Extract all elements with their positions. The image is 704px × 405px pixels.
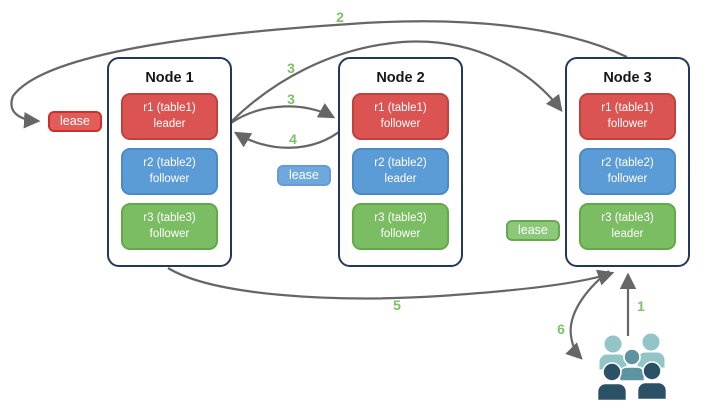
step-label-3b: 3 [287, 91, 295, 107]
step-label-4: 4 [289, 131, 297, 147]
node1-replica-r1: r1 (table1) leader [121, 93, 218, 140]
replica-name: r1 (table1) [601, 102, 654, 115]
arrow-step5-node1-to-node3 [167, 267, 615, 300]
node-title: Node 2 [376, 70, 425, 86]
replica-role: follower [380, 117, 421, 130]
step-label-3a: 3 [287, 60, 295, 76]
replica-name: r2 (table2) [374, 157, 427, 170]
replica-name: r1 (table1) [374, 102, 427, 115]
node-2: Node 2 r1 (table1) follower r2 (table2) … [338, 57, 463, 267]
node3-replica-r1: r1 (table1) follower [579, 93, 676, 140]
replica-role: follower [149, 227, 190, 240]
arrow-step3-leader-to-node2 [230, 102, 336, 124]
users-group-icon [596, 333, 668, 402]
replica-role: follower [607, 172, 648, 185]
node2-replica-r2: r2 (table2) leader [352, 148, 449, 195]
replica-role: follower [607, 117, 648, 130]
step-label-2: 2 [336, 9, 344, 25]
node-title: Node 3 [603, 70, 652, 86]
replica-name: r3 (table3) [143, 212, 196, 225]
step-label-5: 5 [393, 297, 401, 313]
node-3: Node 3 r1 (table1) follower r2 (table2) … [565, 57, 690, 267]
lease-badge-r3: lease [506, 220, 560, 241]
replica-name: r1 (table1) [143, 102, 196, 115]
step-label-6: 6 [557, 321, 565, 337]
node2-replica-r3: r3 (table3) follower [352, 203, 449, 250]
replica-name: r2 (table2) [601, 157, 654, 170]
node-title: Node 1 [145, 70, 194, 86]
replica-role: leader [384, 172, 417, 185]
node1-replica-r2: r2 (table2) follower [121, 148, 218, 195]
replica-role: follower [149, 172, 190, 185]
step-label-1: 1 [637, 298, 645, 314]
node3-replica-r2: r2 (table2) follower [579, 148, 676, 195]
node2-replica-r1: r1 (table1) follower [352, 93, 449, 140]
lease-badge-r2: lease [277, 165, 331, 186]
node-1: Node 1 r1 (table1) leader r2 (table2) fo… [107, 57, 232, 267]
node3-replica-r3: r3 (table3) leader [579, 203, 676, 250]
replica-role: leader [611, 227, 644, 240]
node1-replica-r3: r3 (table3) follower [121, 203, 218, 250]
replica-role: follower [380, 227, 421, 240]
arrow-step2-node3-to-lease-r1 [10, 20, 628, 129]
lease-badge-r1: lease [48, 111, 102, 132]
replica-role: leader [153, 117, 186, 130]
replica-name: r2 (table2) [143, 157, 196, 170]
replica-name: r3 (table3) [374, 212, 427, 225]
replica-name: r3 (table3) [601, 212, 654, 225]
